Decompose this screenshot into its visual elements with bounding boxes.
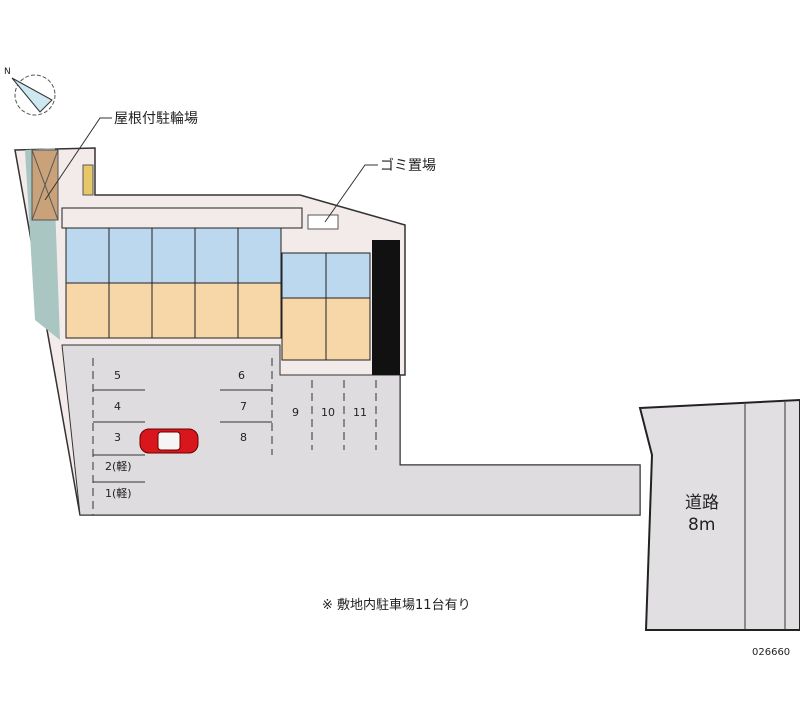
parking-space-5: 5 xyxy=(114,369,121,382)
unit-room xyxy=(325,297,371,361)
bicycle-parking-label: 屋根付駐輪場 xyxy=(114,110,198,127)
road-width: 8m xyxy=(688,515,715,535)
parking-space-4: 4 xyxy=(114,400,121,413)
svg-text:N: N xyxy=(4,67,11,77)
parking-space-9: 9 xyxy=(292,406,299,419)
unit-room xyxy=(151,282,196,339)
parking-space-6: 6 xyxy=(238,369,245,382)
parking-space-11: 11 xyxy=(353,406,367,419)
unit-wet-area xyxy=(194,227,239,284)
unit-room xyxy=(194,282,239,339)
unit-wet-area xyxy=(237,227,282,284)
unit-wet-area xyxy=(65,227,110,284)
unit-wet-area xyxy=(108,227,153,284)
garbage-label: ゴミ置場 xyxy=(380,157,436,174)
garbage-area xyxy=(307,214,339,230)
drawing-code: 026660 xyxy=(752,647,790,658)
parking-space-2: 2(軽) xyxy=(105,460,132,473)
parking-space-10: 10 xyxy=(321,406,335,419)
unit-room xyxy=(237,282,282,339)
building-corridor xyxy=(61,207,303,229)
unit-room xyxy=(108,282,153,339)
neighbor-building xyxy=(372,240,400,375)
parking-space-7: 7 xyxy=(240,400,247,413)
unit-wet-area xyxy=(281,252,327,299)
building xyxy=(61,207,371,361)
road xyxy=(638,398,800,631)
parking-space-8: 8 xyxy=(240,431,247,444)
parking-note: ※ 敷地内駐車場11台有り xyxy=(322,597,471,613)
parking-space-1: 1(軽) xyxy=(105,487,132,500)
unit-wet-area xyxy=(151,227,196,284)
unit-room xyxy=(281,297,327,361)
unit-room xyxy=(65,282,110,339)
parking-lot xyxy=(61,344,641,516)
unit-wet-area xyxy=(325,252,371,299)
parking-space-3: 3 xyxy=(114,431,121,444)
car-icon xyxy=(139,428,199,454)
north-compass-icon: N xyxy=(4,67,56,116)
road-name: 道路 xyxy=(685,493,719,513)
